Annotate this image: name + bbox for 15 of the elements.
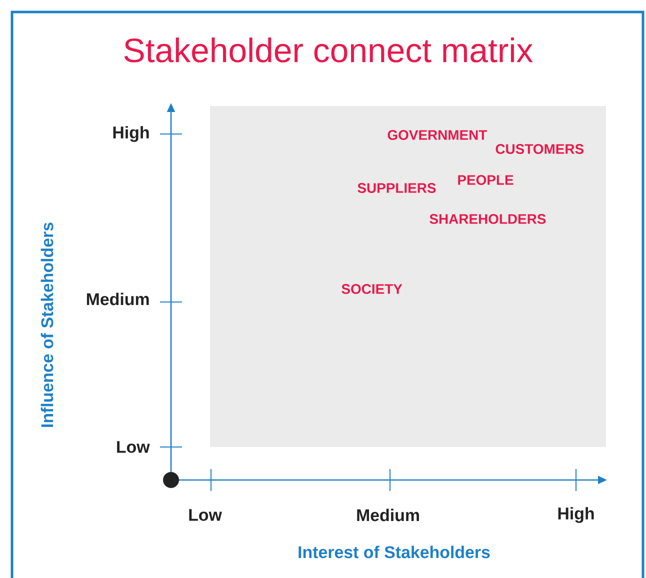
stakeholder-label: CUSTOMERS — [496, 144, 584, 154]
title: Stakeholder connect matrix — [124, 38, 533, 62]
stakeholder-label: PEOPLE — [458, 175, 514, 185]
axis-title: Interest of Stakeholders — [298, 546, 490, 558]
stakeholder-label: GOVERNMENT — [388, 130, 488, 140]
tick-label: Medium — [86, 292, 149, 306]
tick-label: High — [113, 126, 149, 142]
tick-label: Low — [117, 441, 150, 453]
tick-label: Low — [189, 509, 222, 521]
tick-label: Medium — [357, 508, 419, 522]
stakeholder-label: SOCIETY — [342, 284, 402, 294]
stakeholder-label: SHAREHOLDERS — [430, 214, 546, 224]
axis-title: Influence of Stakeholders — [40, 222, 54, 427]
tick-label: High — [558, 507, 594, 523]
stakeholder-label: SUPPLIERS — [358, 183, 436, 193]
